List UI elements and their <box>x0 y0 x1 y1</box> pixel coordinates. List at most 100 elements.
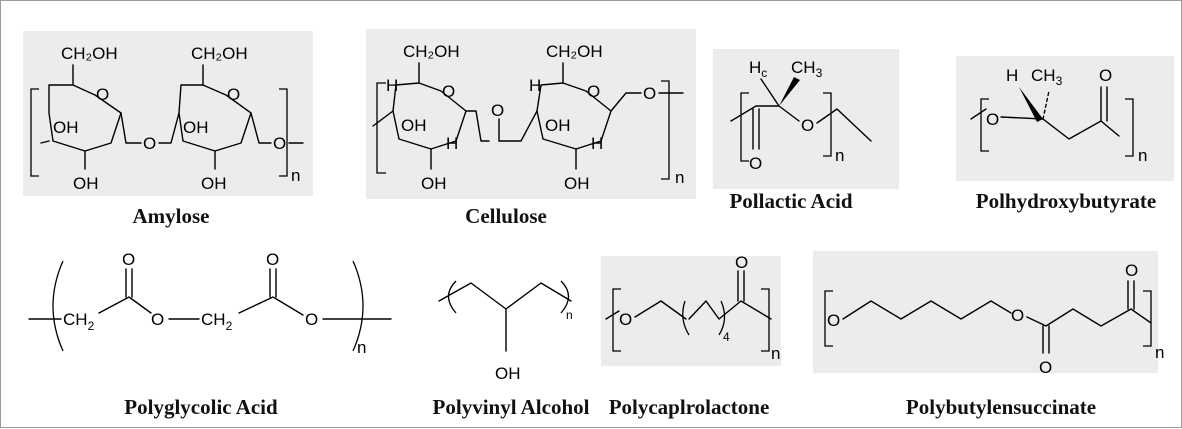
amylose-structure: CH₂OH CH₂OH O O OH OH OH OH O O n <box>30 44 304 193</box>
polybutylensuccinate-structure: O O O O n <box>824 261 1164 377</box>
amylose-right-bracket <box>279 88 288 177</box>
cellulose-h-3: H <box>446 134 458 153</box>
cellulose-oh-3: OH <box>421 174 447 193</box>
pcl-repeat-parens <box>682 300 726 336</box>
polhydroxybutyrate-structure: H CH3 O O n <box>970 66 1147 165</box>
polycaprolactone-background <box>601 256 781 366</box>
cellulose-glycosidic-bond <box>498 110 538 142</box>
amylose-ring-1 <box>48 84 122 152</box>
amylose-glycosidic-bond <box>250 112 272 144</box>
pcl-subscript-4: 4 <box>723 330 730 344</box>
cellulose-left-bracket <box>376 82 386 174</box>
cellulose-oh-1: OH <box>401 116 427 135</box>
amylose-oh-1: OH <box>53 118 79 137</box>
amylose-bridge-o: O <box>143 134 156 153</box>
phb-ch3-group: CH3 <box>1031 66 1063 88</box>
polyvinyl-alcohol-structure: OH n <box>438 280 573 383</box>
pcl-bond <box>634 300 687 320</box>
amylose-glycosidic-bond <box>120 112 142 144</box>
polhydroxybutyrate-background <box>956 56 1174 181</box>
pga-ch2-1: CH2 <box>63 310 95 333</box>
cellulose-end-o: O <box>643 84 656 103</box>
pbs-succinate-chain <box>1026 308 1152 327</box>
amylose-oh-4: OH <box>201 174 227 193</box>
pga-right-paren <box>352 260 364 352</box>
amylose-ch2oh-2: CH₂OH <box>191 44 248 63</box>
amylose-end-o: O <box>273 134 286 153</box>
cellulose-ring-o-1: O <box>442 82 455 101</box>
cellulose-ring-1 <box>392 82 467 150</box>
pcl-subscript-n: n <box>771 344 780 363</box>
pga-ether-o-2: O <box>305 310 318 329</box>
cellulose-structure: CH₂OH CH₂OH H H O O OH OH H H OH OH O O … <box>372 42 684 193</box>
polyglycolic-acid-structure: CH2 O O CH2 O O n <box>28 250 392 357</box>
pla-ether-o: O <box>801 116 814 135</box>
pcl-carbonyl-o: O <box>735 253 748 272</box>
amylose-oh-3: OH <box>73 174 99 193</box>
cellulose-h-1: H <box>386 76 398 95</box>
cellulose-glycosidic-bond <box>610 92 642 112</box>
amylose-ch2oh-1: CH₂OH <box>61 44 118 63</box>
pbs-carbonyl-double-bond-2 <box>1127 280 1135 310</box>
phb-chain-bond <box>970 108 987 120</box>
cellulose-background <box>366 29 696 199</box>
pla-carbonyl-double-bond <box>752 108 760 150</box>
pva-left-paren <box>447 280 457 314</box>
pollactic-background <box>713 49 899 189</box>
pla-backbone <box>730 105 800 122</box>
pcl-backbone <box>688 300 772 320</box>
phb-h-atom: H <box>1006 66 1018 85</box>
pollactic-acid-name-label: Pollactic Acid <box>729 189 852 213</box>
phb-carbonyl-o: O <box>1099 66 1112 85</box>
amylose-glycosidic-bond <box>158 112 180 144</box>
phb-hashed-bond <box>1042 90 1050 120</box>
pbs-butylene-chain <box>842 300 1012 320</box>
cellulose-ring-2 <box>536 82 612 150</box>
polycaprolactone-name-label: Polycaplrolactone <box>609 395 770 419</box>
pga-carbonyl-double-bond-2 <box>269 268 277 298</box>
cellulose-h-4: H <box>591 134 603 153</box>
phb-wedge-bond <box>1019 87 1043 122</box>
amylose-name-label: Amylose <box>133 204 210 228</box>
cellulose-h-2: H <box>529 76 541 95</box>
pbs-carbonyl-o-2: O <box>1125 261 1138 280</box>
pga-carbonyl-double-bond-1 <box>125 268 133 298</box>
cellulose-right-bracket <box>661 80 670 180</box>
phb-ether-o: O <box>986 110 999 129</box>
cellulose-ch2oh-1: CH₂OH <box>403 42 460 61</box>
pla-chain-bond <box>816 108 872 142</box>
pla-right-bracket <box>823 92 832 157</box>
amylose-subscript-n: n <box>291 166 300 185</box>
pga-bond <box>238 296 304 316</box>
pbs-carbonyl-double-bond-1 <box>1042 325 1050 354</box>
pbs-ether-o-2: O <box>1011 306 1024 325</box>
amylose-ring-o-1: O <box>96 85 109 104</box>
pla-bond-h <box>760 78 780 107</box>
amylose-chain-bond <box>40 140 304 144</box>
pga-subscript-n: n <box>357 338 366 357</box>
cellulose-oh-4: OH <box>564 174 590 193</box>
pbs-left-bracket <box>824 290 833 347</box>
cellulose-chain-bond <box>372 92 684 127</box>
pga-left-paren <box>52 260 64 352</box>
cellulose-subscript-n: n <box>675 168 684 187</box>
polyglycolic-acid-name-label: Polyglycolic Acid <box>124 395 278 419</box>
amylose-left-bracket <box>30 88 39 177</box>
pcl-right-bracket <box>761 288 770 352</box>
cellulose-oh-2: OH <box>545 116 571 135</box>
pbs-subscript-n: n <box>1155 343 1164 362</box>
phb-right-bracket <box>1125 98 1134 157</box>
pollactic-acid-structure: Hc CH3 O O n <box>730 58 872 173</box>
amylose-background <box>23 31 313 196</box>
pcl-left-bracket <box>612 288 621 352</box>
polybutylensuccinate-background <box>813 251 1158 373</box>
amylose-ring-o-2: O <box>227 85 240 104</box>
pva-oh: OH <box>495 364 521 383</box>
phb-left-bracket <box>980 98 989 152</box>
pva-right-paren <box>560 280 570 314</box>
phb-backbone <box>1000 116 1120 140</box>
amylose-oh-2: OH <box>183 118 209 137</box>
pbs-carbonyl-o-1: O <box>1039 358 1052 377</box>
